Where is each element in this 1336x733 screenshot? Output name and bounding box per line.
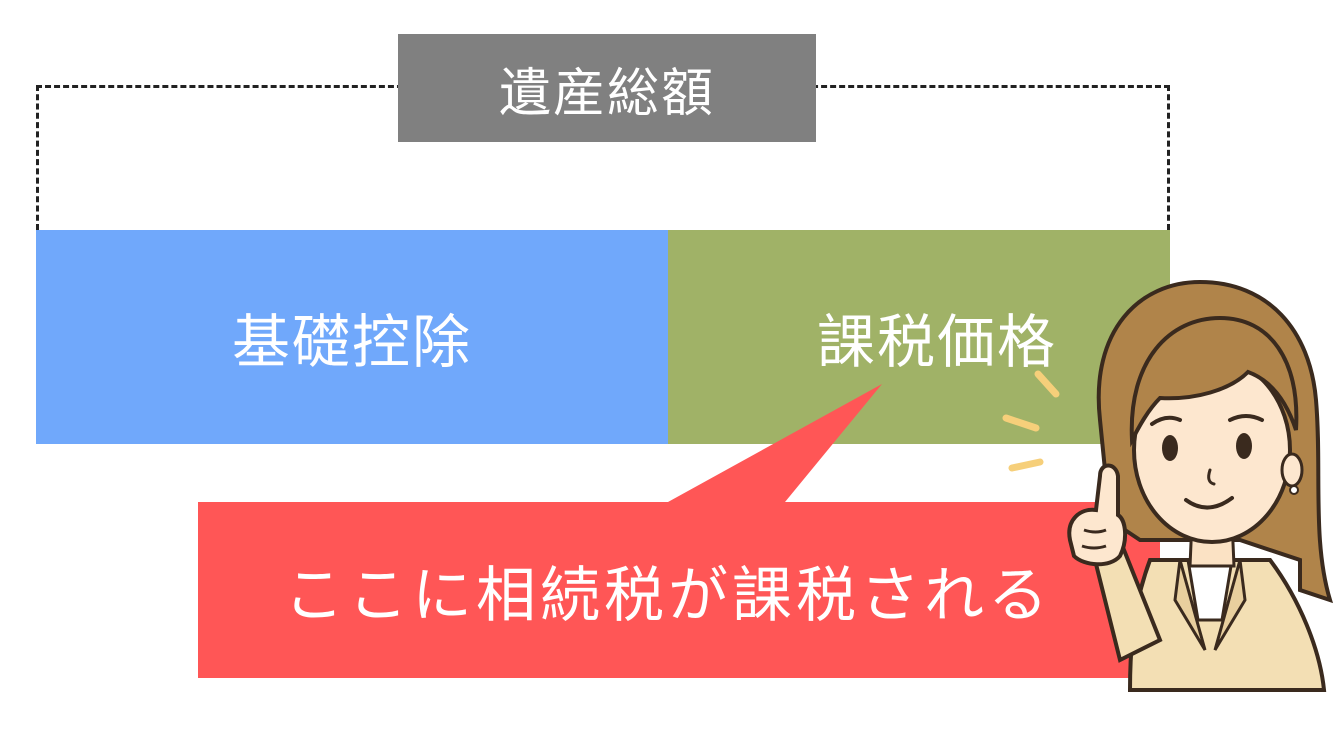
basic-deduction-block: 基礎控除 <box>36 230 668 444</box>
taxable-value-text: 課税価格 <box>816 308 1057 376</box>
callout-shape <box>198 384 1160 678</box>
taxable-value-block: 課税価格 <box>668 230 1170 444</box>
callout-text: ここに相続税が課税される <box>284 560 1052 631</box>
callout-label: ここに相続税が課税される <box>198 502 1138 678</box>
sparkle-icon <box>1002 370 1060 472</box>
basic-deduction-text: 基礎控除 <box>231 308 472 376</box>
total-estate-text: 遺産総額 <box>498 63 715 124</box>
total-estate-label: 遺産総額 <box>398 34 816 142</box>
